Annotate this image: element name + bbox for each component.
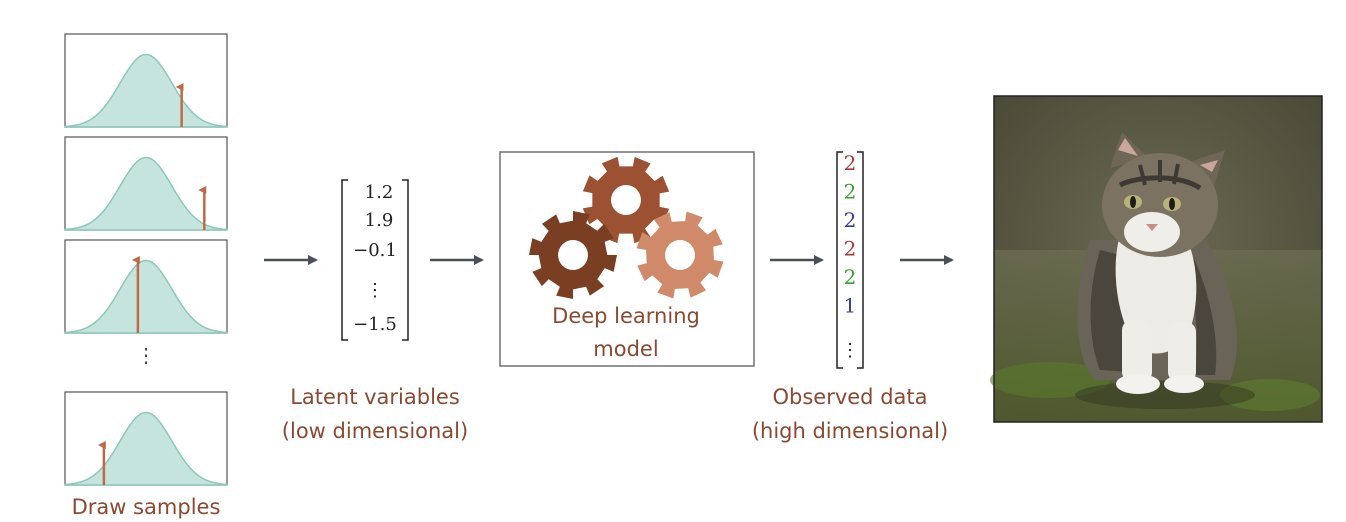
gear-right-icon [636, 211, 724, 299]
gaussian-panel-1 [64, 33, 228, 128]
observed-value-1: 2 [844, 151, 857, 175]
observed-caption-line1: Observed data [772, 385, 927, 409]
gear-left-icon [529, 211, 617, 299]
gaussian-curve [64, 259, 228, 334]
cat-photo [990, 95, 1323, 423]
gear-top-icon [582, 156, 670, 244]
gaussian-panel-2 [64, 136, 228, 231]
latent-vector: 1.2 1.9 −0.1 ⋮ −1.5 [341, 179, 409, 341]
gaussian-curve [64, 53, 228, 128]
latent-value-last: −1.5 [353, 314, 397, 335]
observed-value-6: 1 [844, 294, 857, 318]
observed-value-4: 2 [844, 237, 857, 261]
observed-vector: 2 2 2 2 2 1 ⋮ [836, 151, 864, 369]
observed-caption-line2: (high dimensional) [752, 419, 948, 443]
observed-ellipsis: ⋮ [841, 340, 859, 361]
gaussian-curve [64, 156, 228, 231]
latent-value-2: 1.9 [365, 210, 394, 231]
latent-caption-line1: Latent variables [290, 385, 460, 409]
vertical-ellipsis-samples: ⋮ [136, 343, 156, 367]
latent-ellipsis: ⋮ [366, 280, 384, 301]
model-label-line1: Deep learning [552, 304, 700, 328]
draw-samples-label: Draw samples [72, 495, 221, 519]
latent-caption-line2: (low dimensional) [282, 419, 468, 443]
latent-value-3: −0.1 [353, 240, 397, 261]
right-bracket [857, 151, 864, 369]
gears-icon [529, 156, 724, 299]
model-label-line2: model [593, 337, 658, 361]
model-box: Deep learning model [499, 151, 755, 367]
observed-value-3: 2 [844, 208, 857, 232]
gaussian-panels [64, 33, 228, 486]
left-bracket [341, 179, 348, 341]
observed-value-5: 2 [844, 265, 857, 289]
gaussian-panel-3 [64, 239, 228, 334]
latent-value-1: 1.2 [365, 182, 394, 203]
gaussian-panel-4 [64, 391, 228, 486]
gaussian-curve [64, 411, 228, 486]
right-bracket [402, 179, 409, 341]
observed-value-2: 2 [844, 180, 857, 204]
left-bracket [836, 151, 843, 369]
